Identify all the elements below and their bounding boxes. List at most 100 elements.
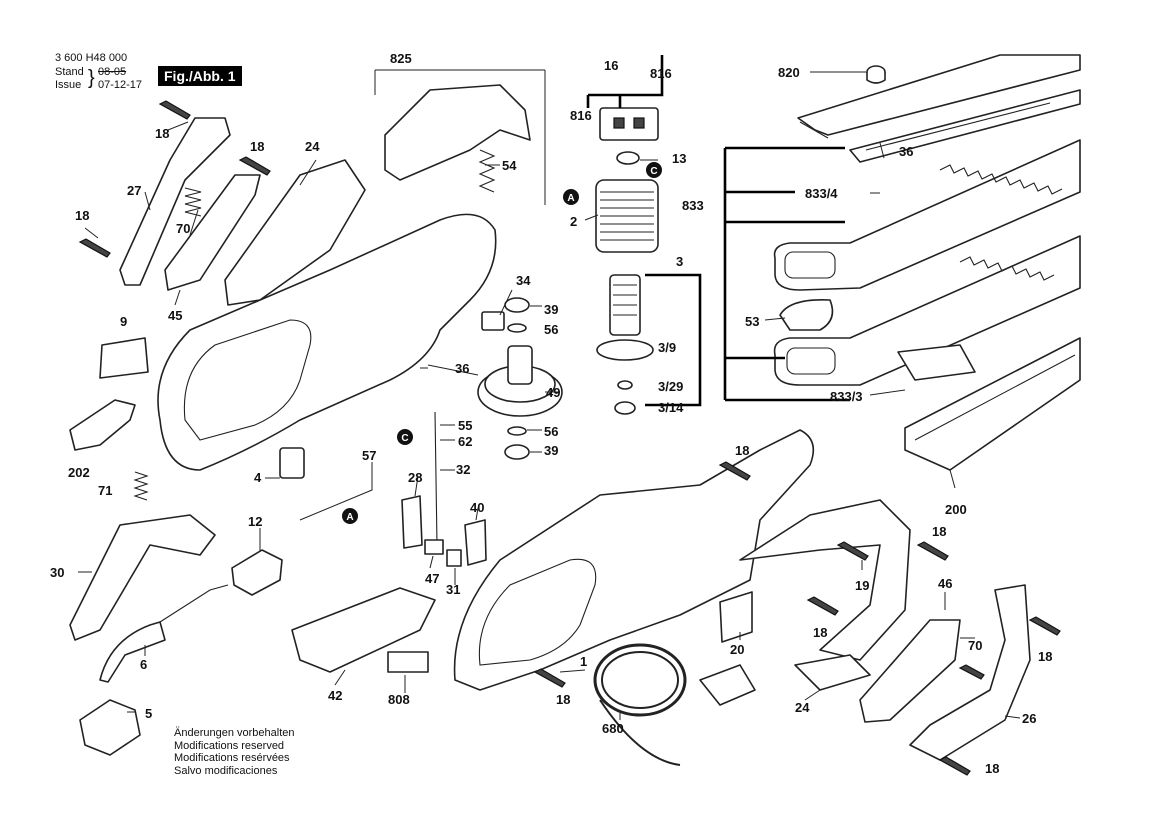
callouts: 825 16 816 816 820 18 18 24 13 36 54 27 … <box>50 51 1052 776</box>
connector-a-top: A <box>563 189 579 205</box>
screw-18-f <box>916 541 949 561</box>
callout-680: 680 <box>602 721 624 736</box>
callout-6: 6 <box>140 657 147 672</box>
base-plate-42 <box>291 587 436 673</box>
switch-4 <box>279 447 305 479</box>
callout-9: 9 <box>120 314 127 329</box>
callout-12: 12 <box>248 514 262 529</box>
cap-202 <box>69 399 136 451</box>
spacer-53 <box>779 298 834 331</box>
screws <box>78 100 1061 776</box>
callout-2: 2 <box>570 214 577 229</box>
connector-c-bottom: C <box>397 429 413 445</box>
callout-5: 5 <box>145 706 152 721</box>
callout-42: 42 <box>328 688 342 703</box>
callout-18-g: 18 <box>1038 649 1052 664</box>
rod-36 <box>427 364 479 376</box>
screw-18-i <box>533 668 566 688</box>
spring-70-b <box>958 664 985 680</box>
callout-56-b: 56 <box>544 424 558 439</box>
callout-18-f: 18 <box>813 625 827 640</box>
svg-text:C: C <box>650 166 657 177</box>
note-es: Salvo modificaciones <box>174 764 278 777</box>
callout-71: 71 <box>98 483 112 498</box>
callout-16: 16 <box>604 58 618 73</box>
screw-18-a <box>158 100 191 120</box>
callout-45: 45 <box>168 308 182 323</box>
screw-18-j <box>938 756 971 776</box>
label-808 <box>387 651 429 673</box>
callout-49: 49 <box>546 385 560 400</box>
callout-56-a: 56 <box>544 322 558 337</box>
bracket-825 <box>374 69 546 205</box>
bearing-39-bottom <box>504 444 530 460</box>
callout-1: 1 <box>580 654 587 669</box>
callout-18-d: 18 <box>735 443 749 458</box>
callout-3-14: 3/14 <box>658 400 684 415</box>
brush-holder-16 <box>599 107 659 141</box>
plug-5 <box>79 699 141 756</box>
callout-46: 46 <box>938 576 952 591</box>
screw-18-e <box>836 541 869 561</box>
callout-47: 47 <box>425 571 439 586</box>
callout-13: 13 <box>672 151 686 166</box>
part-47 <box>424 539 444 555</box>
callout-39-a: 39 <box>544 302 558 317</box>
housing-left-half <box>157 213 497 471</box>
handle-grip-27 <box>119 117 231 286</box>
callout-808: 808 <box>388 692 410 707</box>
callout-20: 20 <box>730 642 744 657</box>
blade-lower <box>773 235 1081 386</box>
issue-label: Issue <box>55 79 82 91</box>
callout-36-b: 36 <box>899 144 913 159</box>
callout-18-c: 18 <box>75 208 89 223</box>
armature-3 <box>596 274 654 415</box>
callout-18-h: 18 <box>556 692 570 707</box>
handle-30 <box>69 514 216 641</box>
connector-c-top: C <box>646 162 662 178</box>
svg-text:A: A <box>567 193 574 204</box>
brace-glyph: } <box>88 67 95 89</box>
callout-53: 53 <box>745 314 759 329</box>
bearing-39-top <box>504 297 530 313</box>
callout-833-4: 833/4 <box>805 186 838 201</box>
spring-71 <box>133 471 149 501</box>
callout-18-i: 18 <box>985 761 999 776</box>
support-24 <box>794 654 871 691</box>
callout-32: 32 <box>456 462 470 477</box>
callout-820: 820 <box>778 65 800 80</box>
bracket-3 <box>645 273 702 407</box>
callout-19: 19 <box>855 578 869 593</box>
blade-guard-top <box>797 54 1081 139</box>
gear-49 <box>477 345 563 417</box>
blade-upper <box>773 139 1081 291</box>
cap-820 <box>866 65 886 84</box>
issue-date: 07-12-17 <box>98 79 143 91</box>
callout-31: 31 <box>446 582 460 597</box>
bracket-16 <box>586 55 664 108</box>
callout-200: 200 <box>945 502 967 517</box>
guard-plate <box>897 344 976 381</box>
figure-label: Fig./Abb. 1 <box>158 66 242 86</box>
callout-4: 4 <box>254 470 262 485</box>
callout-18-b: 18 <box>250 139 264 154</box>
svg-text:C: C <box>401 433 408 444</box>
part-31 <box>446 549 462 567</box>
stand-label: Stand <box>55 66 84 78</box>
callout-27: 27 <box>127 183 141 198</box>
stand-date: 08-05 <box>98 66 127 78</box>
callout-36-a: 36 <box>455 361 469 376</box>
label-9 <box>99 337 149 379</box>
callout-825: 825 <box>390 51 412 66</box>
blade-holder-bar <box>849 89 1081 163</box>
screw-18-g <box>806 596 839 616</box>
screw-18-c <box>78 238 111 258</box>
callout-70-a: 70 <box>176 221 190 236</box>
callout-833-3: 833/3 <box>830 389 863 404</box>
note-en: Modifications reserved <box>174 739 285 752</box>
bracket-833 <box>723 146 850 402</box>
callout-816-a: 816 <box>650 66 672 81</box>
connector-a-bottom: A <box>342 508 358 524</box>
spring-54 <box>478 149 496 193</box>
